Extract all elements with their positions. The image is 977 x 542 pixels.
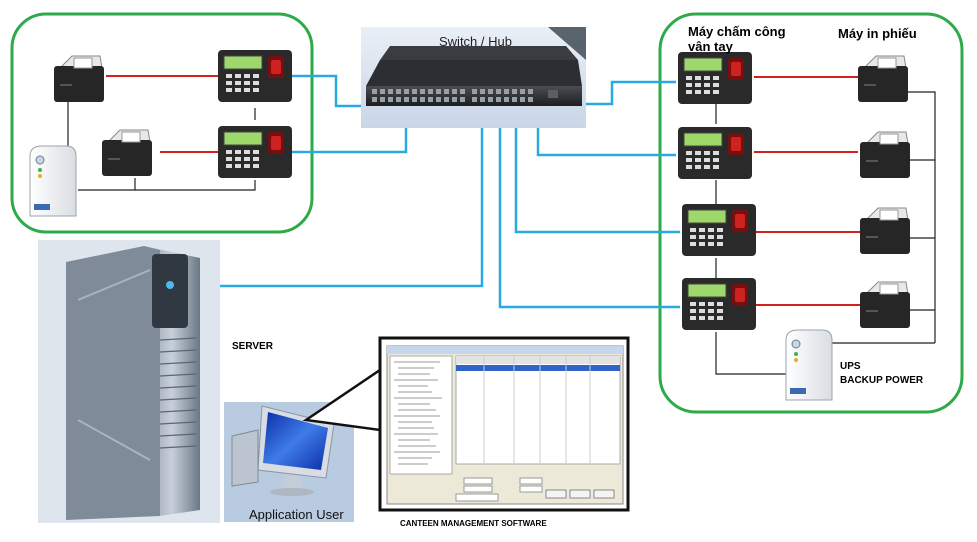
switch-icon xyxy=(361,27,586,128)
monitor-icon xyxy=(231,405,335,496)
receipt-printers-label: Máy in phiếu xyxy=(838,26,917,41)
ups-icon xyxy=(785,329,833,401)
switch-label: Switch / Hub xyxy=(439,34,512,49)
fingerprint-terminal-icon xyxy=(217,49,293,103)
ups-label: UPS BACKUP POWER xyxy=(840,360,923,388)
receipt-printer-icon xyxy=(859,207,911,255)
left-device-group xyxy=(10,12,314,234)
receipt-printer-icon xyxy=(857,55,909,103)
ups-label-line2: BACKUP POWER xyxy=(840,375,924,386)
printer-cables xyxy=(106,75,860,306)
server-tower-icon xyxy=(38,240,220,523)
receipt-printer-icon xyxy=(101,129,153,177)
ups-icon xyxy=(29,145,77,217)
fingerprint-terminal-icon xyxy=(681,203,757,257)
right-device-group xyxy=(658,12,964,414)
application-user-label: Application User xyxy=(249,507,344,522)
fingerprint-terminal-icon xyxy=(217,125,293,179)
callout-pointer xyxy=(302,367,382,432)
server-label: SERVER xyxy=(232,341,273,352)
network-cables xyxy=(176,74,680,309)
fingerprint-terminal-icon xyxy=(681,277,757,331)
ups-label-line1: UPS xyxy=(840,361,861,372)
software-window-icon xyxy=(378,336,630,512)
fingerprint-terminal-icon xyxy=(677,51,753,105)
receipt-printer-icon xyxy=(859,131,911,179)
receipt-printer-icon xyxy=(53,55,105,103)
fingerprint-devices-label: Máy chấm công vân tay xyxy=(688,24,786,54)
software-label: CANTEEN MANAGEMENT SOFTWARE xyxy=(400,519,547,528)
receipt-printer-icon xyxy=(859,281,911,329)
fingerprint-terminal-icon xyxy=(677,126,753,180)
